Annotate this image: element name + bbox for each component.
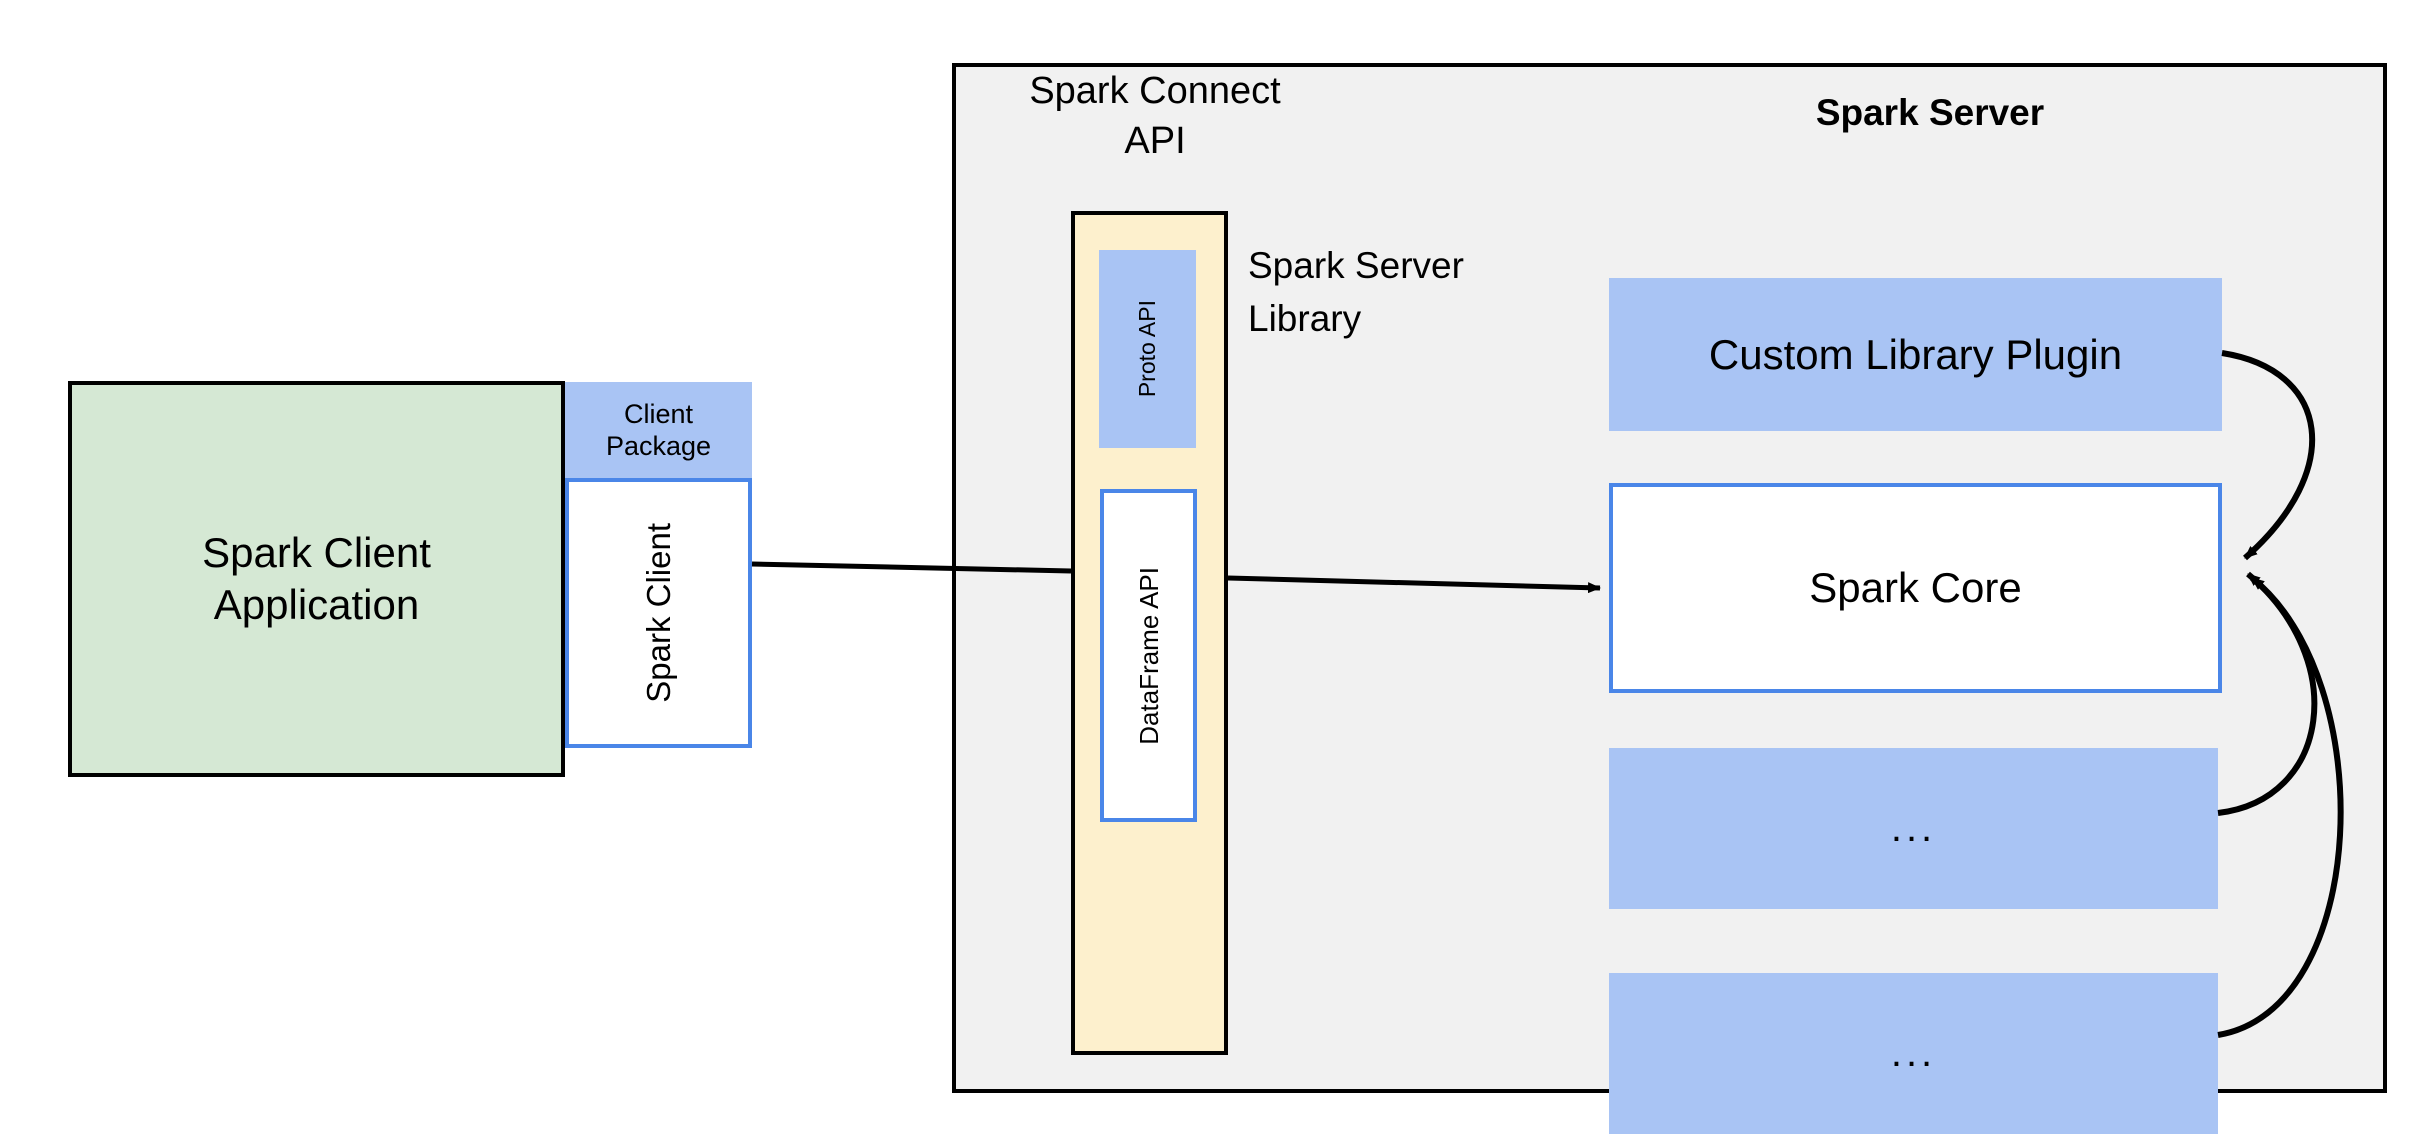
spark-server-library-line1: Spark Server [1248,245,1464,286]
client-package-line2: Package [605,431,712,461]
proto-api-box[interactable]: Proto API [1099,250,1196,448]
spark-client-box[interactable]: Spark Client [565,478,752,748]
client-package-box[interactable]: Client Package [565,382,752,478]
spark-connect-api-line2: API [1124,120,1186,163]
spark-connect-api-label: Spark Connect API [1000,66,1310,178]
spark-server-library-label: Spark Server Library [1248,240,1568,356]
placeholder-box-1[interactable]: ... [1609,748,2218,909]
proto-api-label: Proto API [1134,300,1160,398]
spark-server-title: Spark Server [1815,92,2045,133]
spark-client-application-line2: Application [213,581,420,628]
custom-library-plugin-box[interactable]: Custom Library Plugin [1609,278,2222,431]
client-package-line1: Client [623,398,694,429]
spark-client-application-line1: Spark Client [202,528,431,576]
spark-client-application-box[interactable]: Spark Client Application [68,381,565,777]
spark-connect-api-line1: Spark Connect [1029,70,1281,112]
placeholder-box-2[interactable]: ... [1609,973,2218,1134]
dataframe-api-label: DataFrame API [1133,566,1164,745]
spark-server-library-line2: Library [1248,297,1362,339]
spark-core-box[interactable]: Spark Core [1609,483,2222,693]
dataframe-api-box[interactable]: DataFrame API [1100,489,1197,822]
spark-client-label: Spark Client [640,523,677,703]
